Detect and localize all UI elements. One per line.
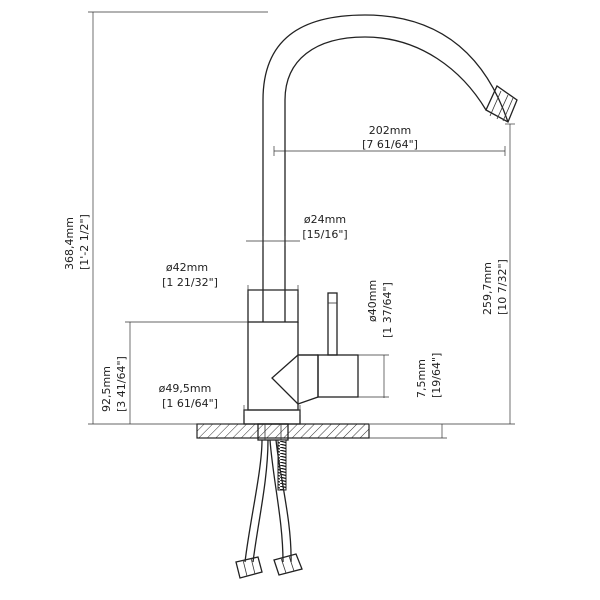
total-height-metric: 368,4mm: [63, 217, 76, 270]
base-ring: [243, 409, 301, 425]
body-height-imperial: [3 41/64"]: [115, 356, 128, 412]
base-diameter-metric: ø49,5mm: [159, 382, 212, 395]
hose-fitting-left: [235, 556, 263, 579]
spout-tube: [262, 14, 509, 322]
base-thickness-imperial: [19/64"]: [430, 353, 443, 398]
reach-imperial: [7 61/64"]: [362, 138, 418, 151]
lever-handle: [327, 292, 338, 356]
handle-housing: [317, 354, 359, 398]
handle-diameter-metric: ø40mm: [366, 280, 379, 322]
spout-diameter-imperial: [15/16"]: [302, 228, 347, 241]
spout-diameter-metric: ø24mm: [304, 213, 346, 226]
countertop: [196, 423, 370, 439]
body-collar: [247, 289, 299, 323]
body-height-metric: 92,5mm: [100, 366, 113, 412]
faucet-outline: [196, 14, 518, 579]
base-thickness-metric: 7,5mm: [415, 359, 428, 398]
body-diameter-metric: ø42mm: [166, 261, 208, 274]
handle-diameter-imperial: [1 37/64"]: [381, 282, 394, 338]
dimension-lines: [88, 11, 515, 439]
hose-fitting-right: [273, 553, 303, 576]
handle-cone: [271, 354, 319, 405]
threaded-rod: [277, 439, 287, 491]
spout-height-metric: 259,7mm: [481, 262, 494, 315]
reach-metric: 202mm: [369, 124, 411, 137]
spout-tip: [485, 85, 518, 123]
dimension-labels: 368,4mm [1'-2 1/2"] 202mm [7 61/64"] 259…: [63, 124, 509, 412]
body-diameter-imperial: [1 21/32"]: [162, 276, 218, 289]
supply-hose-left: [244, 439, 269, 563]
supply-hose-right: [269, 439, 292, 563]
total-height-imperial: [1'-2 1/2"]: [78, 214, 91, 270]
spout-height-imperial: [10 7/32"]: [496, 259, 509, 315]
base-diameter-imperial: [1 61/64"]: [162, 397, 218, 410]
